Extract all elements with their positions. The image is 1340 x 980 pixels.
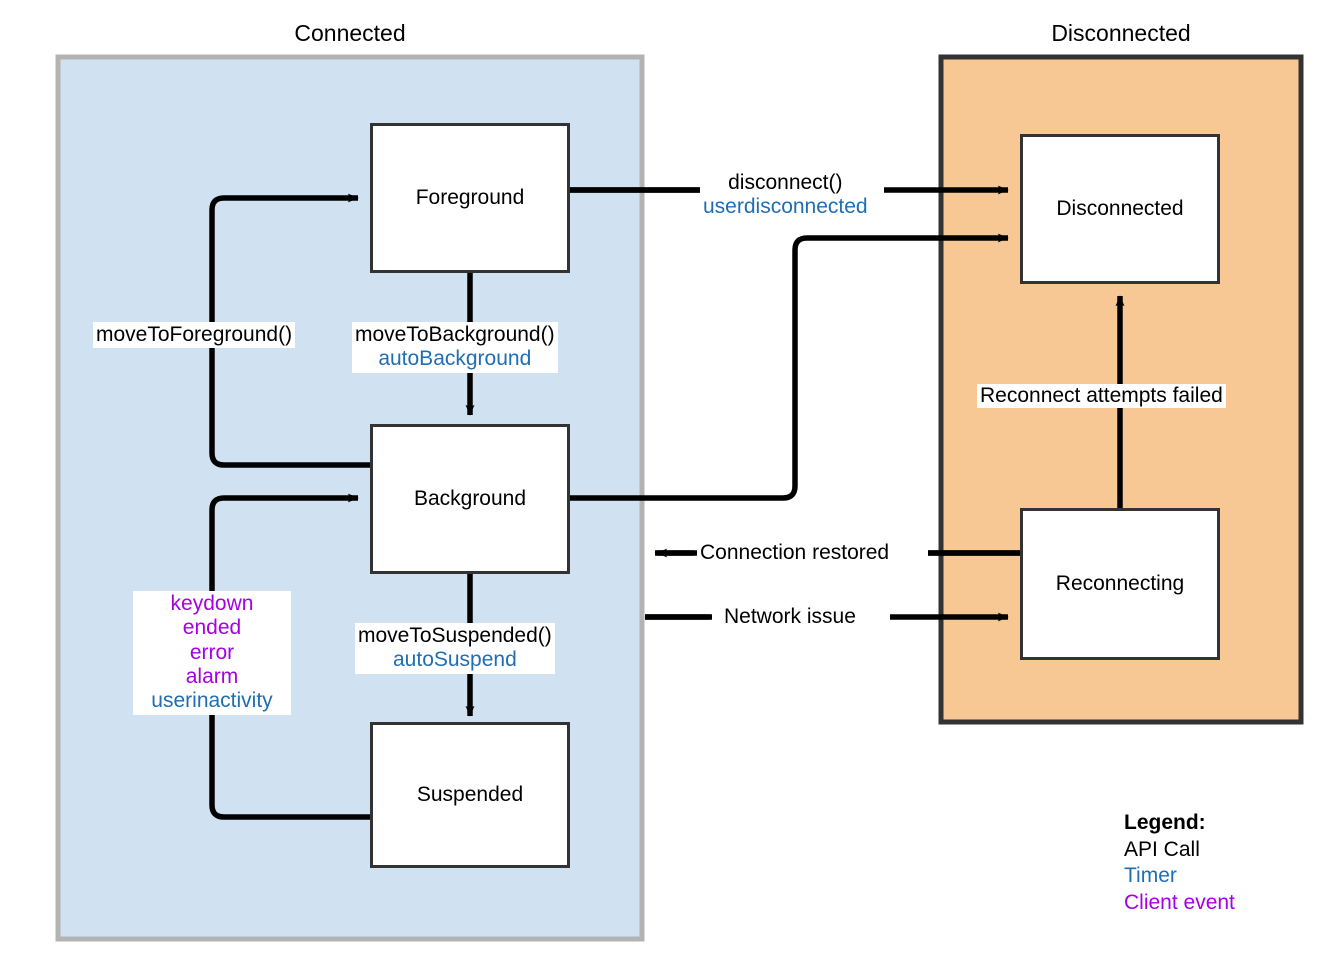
label-client-event-keydown: keydown: [170, 592, 254, 615]
label-move-to-foreground: moveToForeground(): [93, 322, 296, 349]
legend-title: Legend:: [1124, 811, 1206, 834]
legend: Legend: API Call Timer Client event: [1124, 810, 1235, 917]
legend-timer: Timer: [1124, 864, 1177, 888]
label-connection-restored: Connection restored: [697, 541, 893, 565]
state-disconnected[interactable]: Disconnected: [1020, 134, 1220, 284]
label-disconnect-timer: userdisconnected: [703, 195, 868, 219]
legend-api-call: API Call: [1124, 837, 1200, 861]
label-move-to-suspended: moveToSuspended() autoSuspend: [355, 623, 555, 674]
state-suspended[interactable]: Suspended: [370, 722, 570, 868]
state-suspended-label: Suspended: [416, 783, 524, 806]
label-disconnect: disconnect() userdisconnected: [700, 170, 871, 221]
state-background[interactable]: Background: [370, 424, 570, 574]
state-background-label: Background: [413, 487, 527, 510]
state-reconnecting[interactable]: Reconnecting: [1020, 508, 1220, 660]
label-move-to-suspended-api: moveToSuspended(): [358, 624, 552, 647]
disconnected-group-title: Disconnected: [1051, 20, 1191, 46]
label-reconnect-attempts-failed: Reconnect attempts failed: [977, 384, 1226, 408]
label-disconnect-api: disconnect(): [728, 171, 843, 194]
legend-client-event: Client event: [1124, 890, 1235, 914]
edge-background-to-disconnected: [570, 233, 1009, 501]
state-foreground-label: Foreground: [415, 186, 525, 209]
label-move-to-background: moveToBackground() autoBackground: [352, 322, 558, 373]
label-client-event-timer: userinactivity: [151, 689, 273, 713]
label-move-to-foreground-text: moveToForeground(): [96, 323, 293, 346]
label-network-issue: Network issue: [721, 605, 859, 629]
label-client-event-alarm: alarm: [185, 665, 239, 689]
label-client-event-ended: ended: [182, 616, 242, 640]
state-reconnecting-label: Reconnecting: [1055, 572, 1185, 595]
state-disconnected-label: Disconnected: [1056, 197, 1184, 220]
connected-group-title: Connected: [294, 20, 406, 46]
label-client-event-error: error: [189, 640, 235, 664]
label-move-to-suspended-timer: autoSuspend: [393, 648, 517, 672]
label-move-to-background-api: moveToBackground(): [355, 323, 555, 346]
label-move-to-background-timer: autoBackground: [378, 347, 532, 371]
label-client-events: keydown ended error alarm userinactivity: [133, 591, 291, 715]
state-foreground[interactable]: Foreground: [370, 123, 570, 273]
